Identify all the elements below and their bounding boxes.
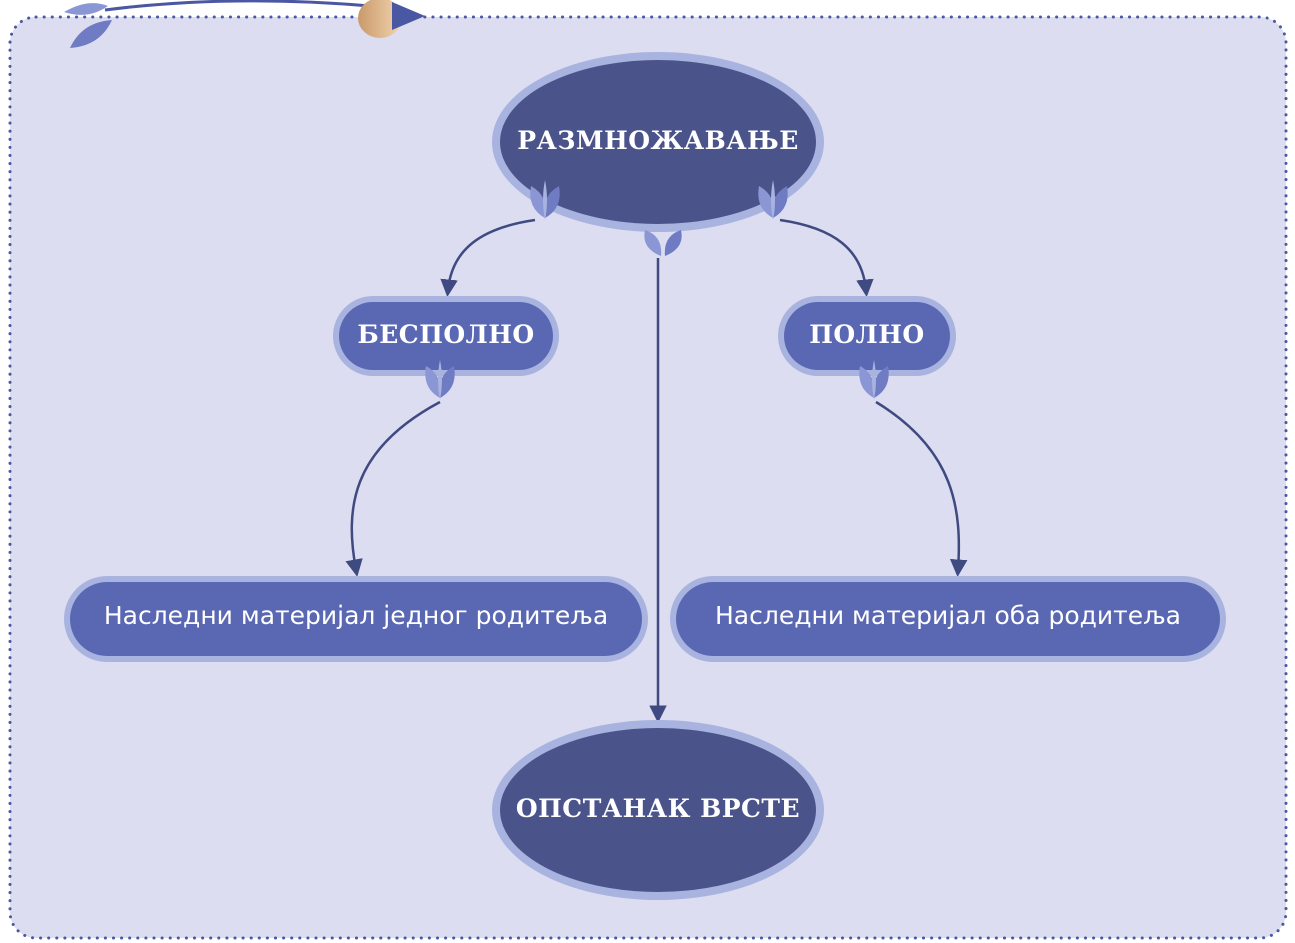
leaf-icon <box>758 180 788 220</box>
node-sexual: ПОЛНО <box>809 319 925 349</box>
panel-background <box>8 15 1288 940</box>
leaf-icon <box>859 360 889 400</box>
arrow-sexual-both-parents <box>875 400 968 577</box>
leaf-icon <box>64 3 112 48</box>
leaf-icon <box>530 180 560 220</box>
node-both-parents: Наследни материјал оба родитеља <box>715 600 1181 630</box>
node-asexual: БЕСПОЛНО <box>357 319 535 349</box>
arrow-asexual-one-parent <box>345 400 441 577</box>
arrow-reproduction-sexual <box>779 218 874 297</box>
leaf-icon <box>644 230 682 256</box>
pencil-icon <box>104 0 425 38</box>
leaf-icon <box>425 360 455 400</box>
arrow-reproduction-asexual <box>440 218 536 297</box>
node-survival: ОПСТАНАК ВРСТЕ <box>515 793 801 823</box>
node-reproduction: РАЗМНОЖАВАЊЕ <box>517 125 799 155</box>
node-one-parent: Наследни материјал једног родитеља <box>103 600 609 630</box>
